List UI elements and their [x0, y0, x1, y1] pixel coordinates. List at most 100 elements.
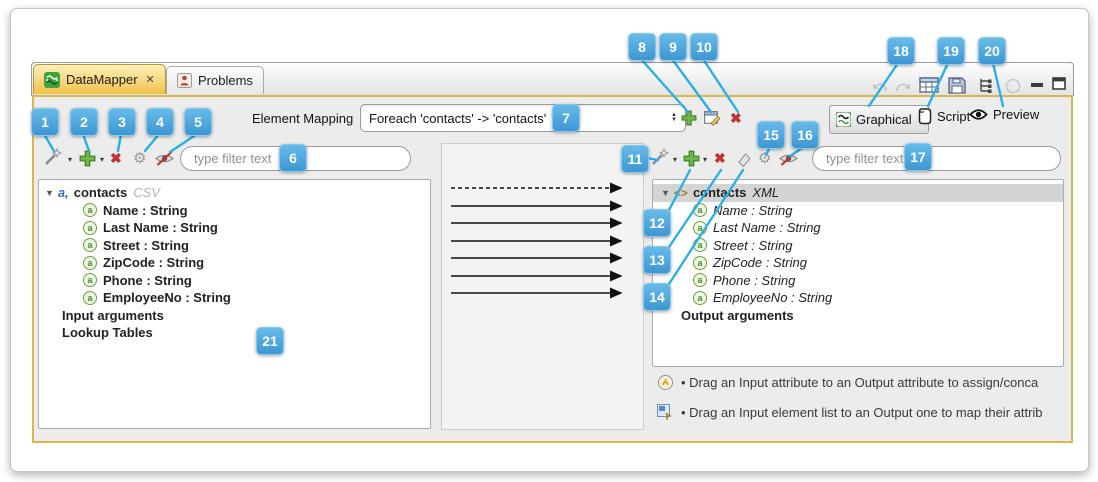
mapping-canvas	[441, 143, 644, 430]
hint-row: • Drag an Input element list to an Outpu…	[657, 404, 1063, 421]
hint-text: • Drag an Input element list to an Outpu…	[681, 405, 1043, 420]
add-icon[interactable]	[79, 150, 96, 167]
callout-badge: 16	[791, 121, 819, 149]
callout-badge: 4	[146, 108, 174, 136]
tree-item-label: Name : String	[713, 202, 793, 218]
output-root-type: XML	[752, 185, 780, 201]
minimize-view-icon[interactable]	[1031, 83, 1044, 89]
help-icon[interactable]	[1005, 78, 1021, 94]
delete-mapping-icon[interactable]: ✖	[730, 110, 742, 126]
callout-badge: 3	[108, 108, 136, 136]
table-view-icon[interactable]	[919, 77, 940, 94]
dropdown-stepper-icon: ▲▼	[671, 112, 677, 123]
add-caret-icon[interactable]: ▾	[100, 155, 105, 164]
callout-badge: 2	[70, 108, 98, 136]
magic-wand-caret-icon[interactable]: ▾	[68, 155, 73, 164]
output-tree-root-row[interactable]: ▼ <> contacts XML	[653, 184, 1063, 202]
attribute-icon: a	[693, 273, 707, 288]
delete-icon[interactable]: ✖	[110, 150, 122, 166]
edit-mapping-icon[interactable]	[703, 109, 721, 127]
output-arguments-row[interactable]: Output arguments	[653, 307, 1063, 325]
output-root-label: contacts	[692, 185, 747, 201]
tree-item-label: ZipCode : String	[713, 255, 807, 271]
element-mapping-dropdown[interactable]: Foreach 'contacts' -> 'contacts' ▲▼	[360, 104, 686, 132]
preview-eye-icon	[969, 109, 988, 120]
callout-badge: 6	[279, 144, 307, 172]
callout-badge: 8	[628, 33, 656, 61]
preview-view-button[interactable]: Preview	[969, 107, 1039, 122]
erase-icon[interactable]	[736, 150, 754, 167]
save-icon[interactable]	[947, 76, 966, 94]
tree-item-label: Last Name : String	[103, 220, 218, 236]
tab-datamapper-label: DataMapper	[66, 72, 138, 87]
magic-wand-icon[interactable]	[42, 147, 64, 167]
maximize-view-icon[interactable]	[1052, 77, 1067, 91]
tree-item-label: ZipCode : String	[103, 255, 205, 271]
properties-gear-icon[interactable]: ⚙	[758, 150, 772, 167]
hint-text: • Drag an Input attribute to an Output a…	[681, 375, 1039, 390]
script-view-button[interactable]: Script	[917, 107, 970, 126]
tab-datamapper[interactable]: DataMapper ✕	[33, 64, 166, 94]
hide-eye-icon[interactable]	[154, 150, 175, 167]
output-filter-field[interactable]	[812, 146, 1061, 171]
tree-item-label: Phone : String	[713, 272, 796, 288]
graphical-view-button[interactable]: Graphical	[829, 105, 929, 134]
add-caret-icon[interactable]: ▾	[703, 155, 708, 164]
callout-badge: 20	[978, 37, 1006, 65]
tree-item-label: EmployeeNo : String	[103, 290, 231, 306]
graphical-label: Graphical	[856, 112, 912, 127]
tree-row[interactable]: a Street : String	[39, 237, 430, 255]
preview-label: Preview	[993, 107, 1040, 122]
magic-wand-icon[interactable]	[649, 147, 671, 167]
callout-badge: 12	[643, 209, 671, 237]
tree-row[interactable]: a Phone : String	[653, 272, 1063, 290]
attribute-icon: a	[693, 203, 707, 218]
section-label: Output arguments	[681, 307, 794, 323]
tree-row[interactable]: a Name : String	[653, 202, 1063, 220]
tree-item-label: Street : String	[713, 237, 793, 253]
input-tree-root-row[interactable]: ▼ a, contacts CSV	[39, 184, 430, 202]
tree-item-label: Phone : String	[103, 272, 192, 288]
xml-element-icon: <>	[673, 185, 688, 200]
callout-badge: 14	[643, 283, 671, 311]
callout-badge: 5	[184, 108, 212, 136]
graphical-icon	[836, 112, 851, 127]
script-icon	[918, 108, 932, 125]
datamapper-icon	[44, 71, 60, 88]
callout-badge: 10	[690, 33, 718, 61]
attribute-icon: a	[83, 238, 97, 253]
lookup-tables-row[interactable]: Lookup Tables	[39, 324, 430, 342]
tab-close-icon[interactable]: ✕	[145, 74, 155, 86]
tree-item-label: Street : String	[103, 237, 189, 253]
tree-filter-icon[interactable]	[977, 77, 995, 94]
callout-badge: 18	[887, 37, 915, 65]
input-arguments-row[interactable]: Input arguments	[39, 307, 430, 325]
element-list-icon: a,	[57, 185, 69, 201]
tree-item-label: EmployeeNo : String	[713, 290, 833, 306]
properties-gear-icon[interactable]: ⚙	[133, 150, 147, 167]
input-root-type: CSV	[133, 185, 160, 201]
hide-eye-icon[interactable]	[778, 150, 799, 167]
delete-icon[interactable]: ✖	[714, 150, 726, 166]
collapse-arrow-icon[interactable]: ▼	[45, 187, 54, 198]
add-icon[interactable]	[683, 150, 700, 167]
redo-icon[interactable]	[893, 79, 911, 93]
add-mapping-icon[interactable]	[681, 110, 697, 126]
undo-icon[interactable]	[872, 79, 890, 93]
tab-problems[interactable]: Problems	[166, 66, 264, 94]
attribute-icon: a	[693, 220, 707, 235]
collapse-arrow-icon[interactable]: ▼	[661, 187, 670, 198]
callout-badge: 21	[256, 327, 284, 355]
callout-badge: 13	[643, 246, 671, 274]
magic-wand-caret-icon[interactable]: ▾	[673, 155, 678, 164]
